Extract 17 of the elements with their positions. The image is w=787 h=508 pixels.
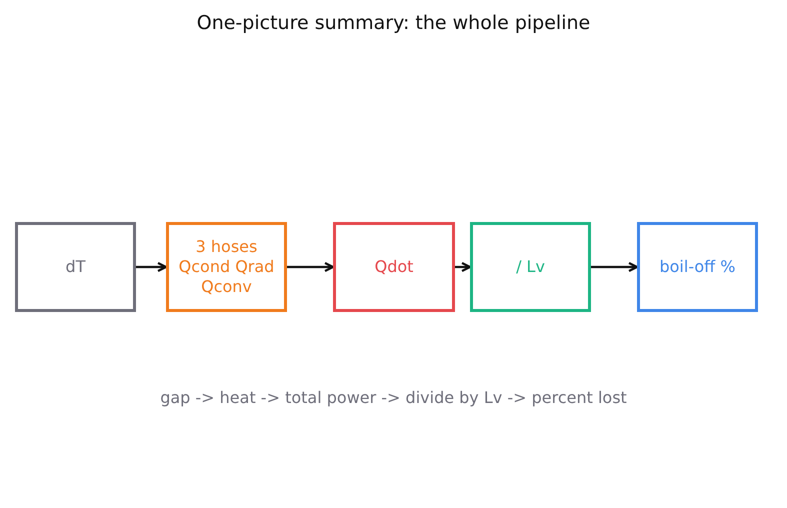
- node-label: dT: [66, 257, 86, 277]
- process-box: [166, 222, 287, 312]
- node-label: boil-off %: [659, 257, 736, 277]
- arrow: [136, 262, 168, 272]
- diagram-title: One-picture summary: the whole pipeline: [196, 11, 590, 35]
- node-label: Qcond Qrad Qconv: [178, 257, 276, 297]
- node-label: 3 hoses: [196, 237, 258, 257]
- arrow: [591, 262, 638, 272]
- arrow: [455, 262, 472, 272]
- node-label: / Lv: [516, 257, 545, 277]
- node-label: Qdot: [374, 257, 414, 277]
- arrow: [287, 262, 334, 272]
- process-box: [15, 222, 136, 312]
- process-box: [637, 222, 758, 312]
- flow-summary-note: gap -> heat -> total power -> divide by Lv -> percent lost: [160, 388, 627, 408]
- process-box: [470, 222, 591, 312]
- process-box: [333, 222, 455, 312]
